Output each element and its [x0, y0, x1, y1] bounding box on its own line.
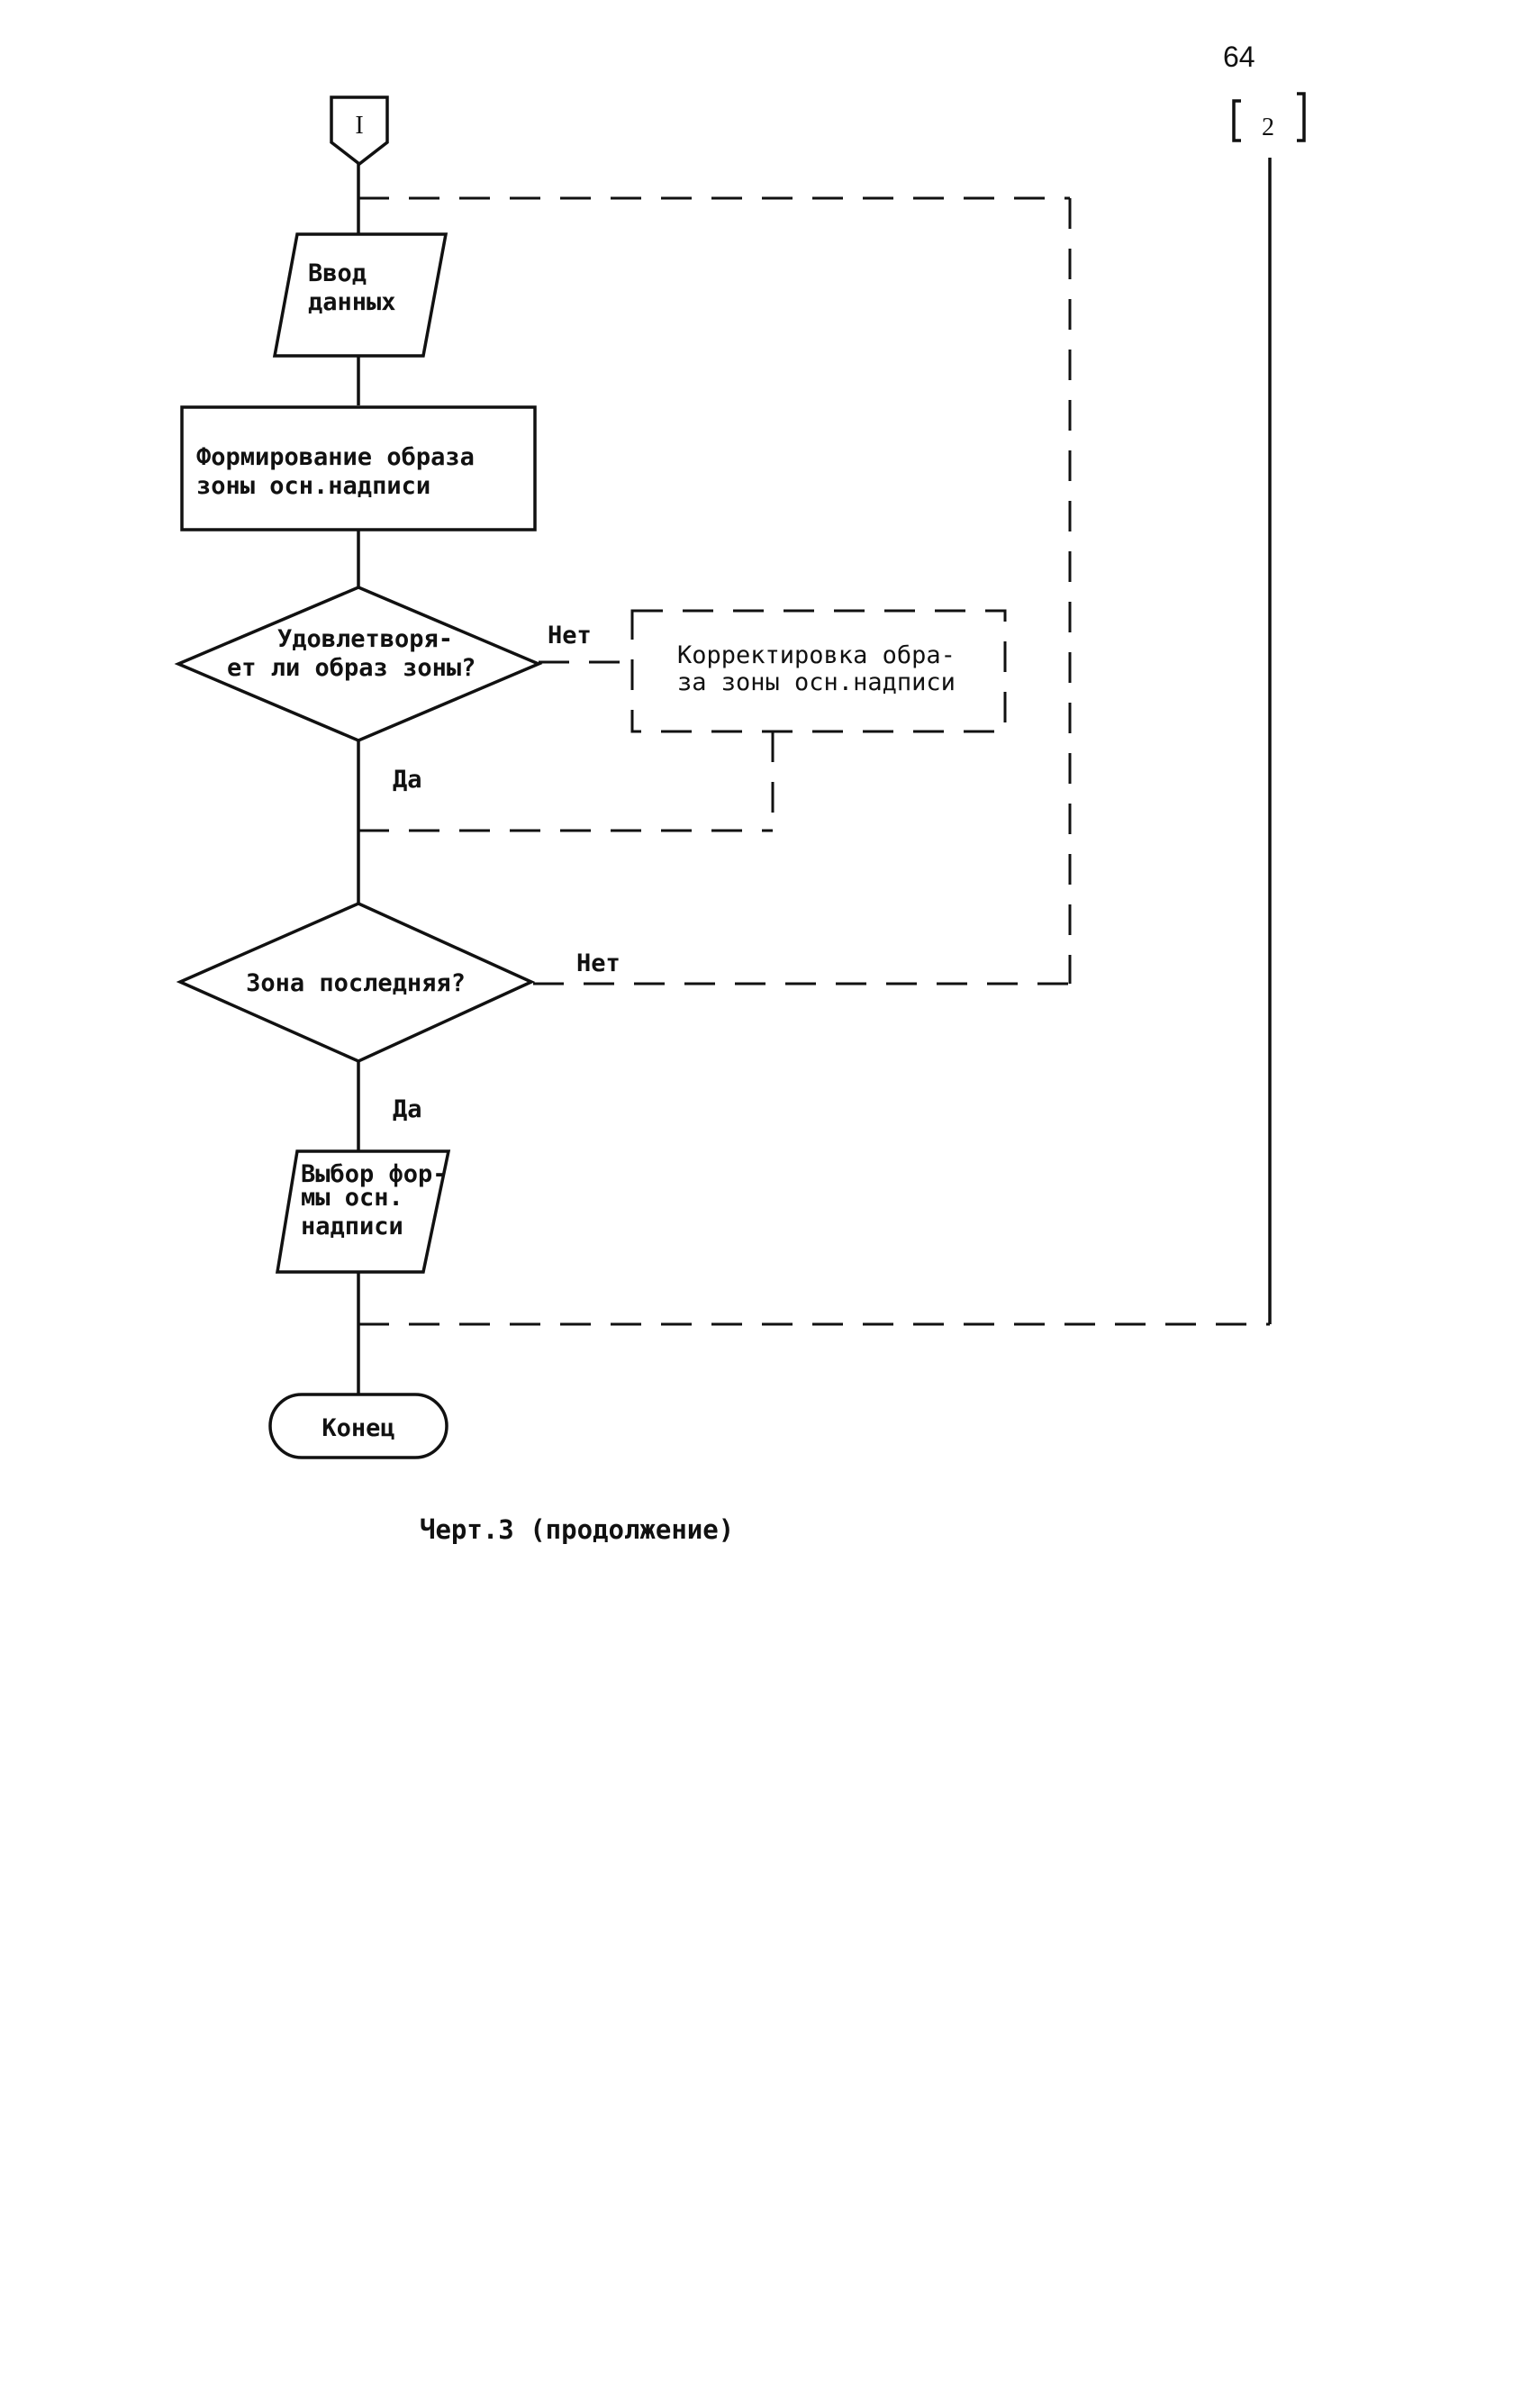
decision-image-ok-node: Удовлетворя- ет ли образ зоны?	[174, 586, 543, 742]
decision-image-ok-no-label: Нет	[548, 622, 592, 649]
exit-connector-bracket-left	[1232, 99, 1241, 142]
input-label-line-1: Ввод	[308, 259, 367, 287]
entry-connector: I	[330, 95, 389, 167]
form-image-node: Формирование образа зоны осн.надписи	[180, 405, 537, 531]
form-image-rect	[180, 405, 537, 531]
input-data-node: Ввод данных	[272, 232, 448, 358]
correction-label-line-2: за зоны осн.надписи	[677, 668, 956, 696]
decision-last-zone-yes-label: Да	[393, 1095, 422, 1123]
decision-image-ok-label-line-1: Удовлетворя-	[277, 625, 453, 653]
flow-lines	[357, 158, 1272, 1394]
figure-caption: Черт.3 (продолжение)	[420, 1514, 734, 1545]
page-number: 64	[1223, 41, 1255, 73]
select-form-label-line-1: Выбор фор-	[301, 1160, 448, 1188]
decision-last-zone-label: Зона последняя?	[246, 969, 466, 997]
select-form-node: Выбор фор- мы осн. надписи	[275, 1149, 451, 1274]
correction-label-line-1: Корректировка обра-	[677, 641, 956, 669]
off-page-connector-shape	[330, 95, 389, 167]
input-label-line-2: данных	[308, 288, 396, 316]
end-terminator	[268, 1393, 448, 1459]
end-label: Конец	[322, 1414, 394, 1442]
exit-connector-label: 2	[1262, 114, 1274, 141]
end-node: Конец	[268, 1393, 448, 1459]
decision-image-ok-yes-label: Да	[393, 766, 422, 794]
input-parallelogram	[272, 232, 448, 358]
decision-image-ok-diamond	[174, 586, 543, 742]
exit-connector: 2	[1232, 92, 1306, 142]
decision-last-zone-node: Зона последняя?	[176, 902, 536, 1063]
correction-node: Корректировка обра- за зоны осн.надписи	[630, 609, 1007, 733]
entry-connector-label: I	[355, 112, 363, 140]
exit-connector-bracket-right	[1297, 92, 1306, 142]
decision-last-zone-no-label: Нет	[576, 949, 621, 977]
select-form-parallelogram	[275, 1149, 451, 1274]
decision-image-ok-label-line-2: ет ли образ зоны?	[227, 654, 476, 682]
select-form-label-line-2: мы осн.	[301, 1184, 403, 1212]
decision-last-zone-diamond	[176, 902, 536, 1063]
form-image-label-line-1: Формирование образа	[196, 443, 475, 471]
form-image-label-line-2: зоны осн.надписи	[196, 472, 430, 500]
select-form-label-line-3: надписи	[301, 1213, 403, 1240]
correction-rect	[630, 609, 1007, 733]
